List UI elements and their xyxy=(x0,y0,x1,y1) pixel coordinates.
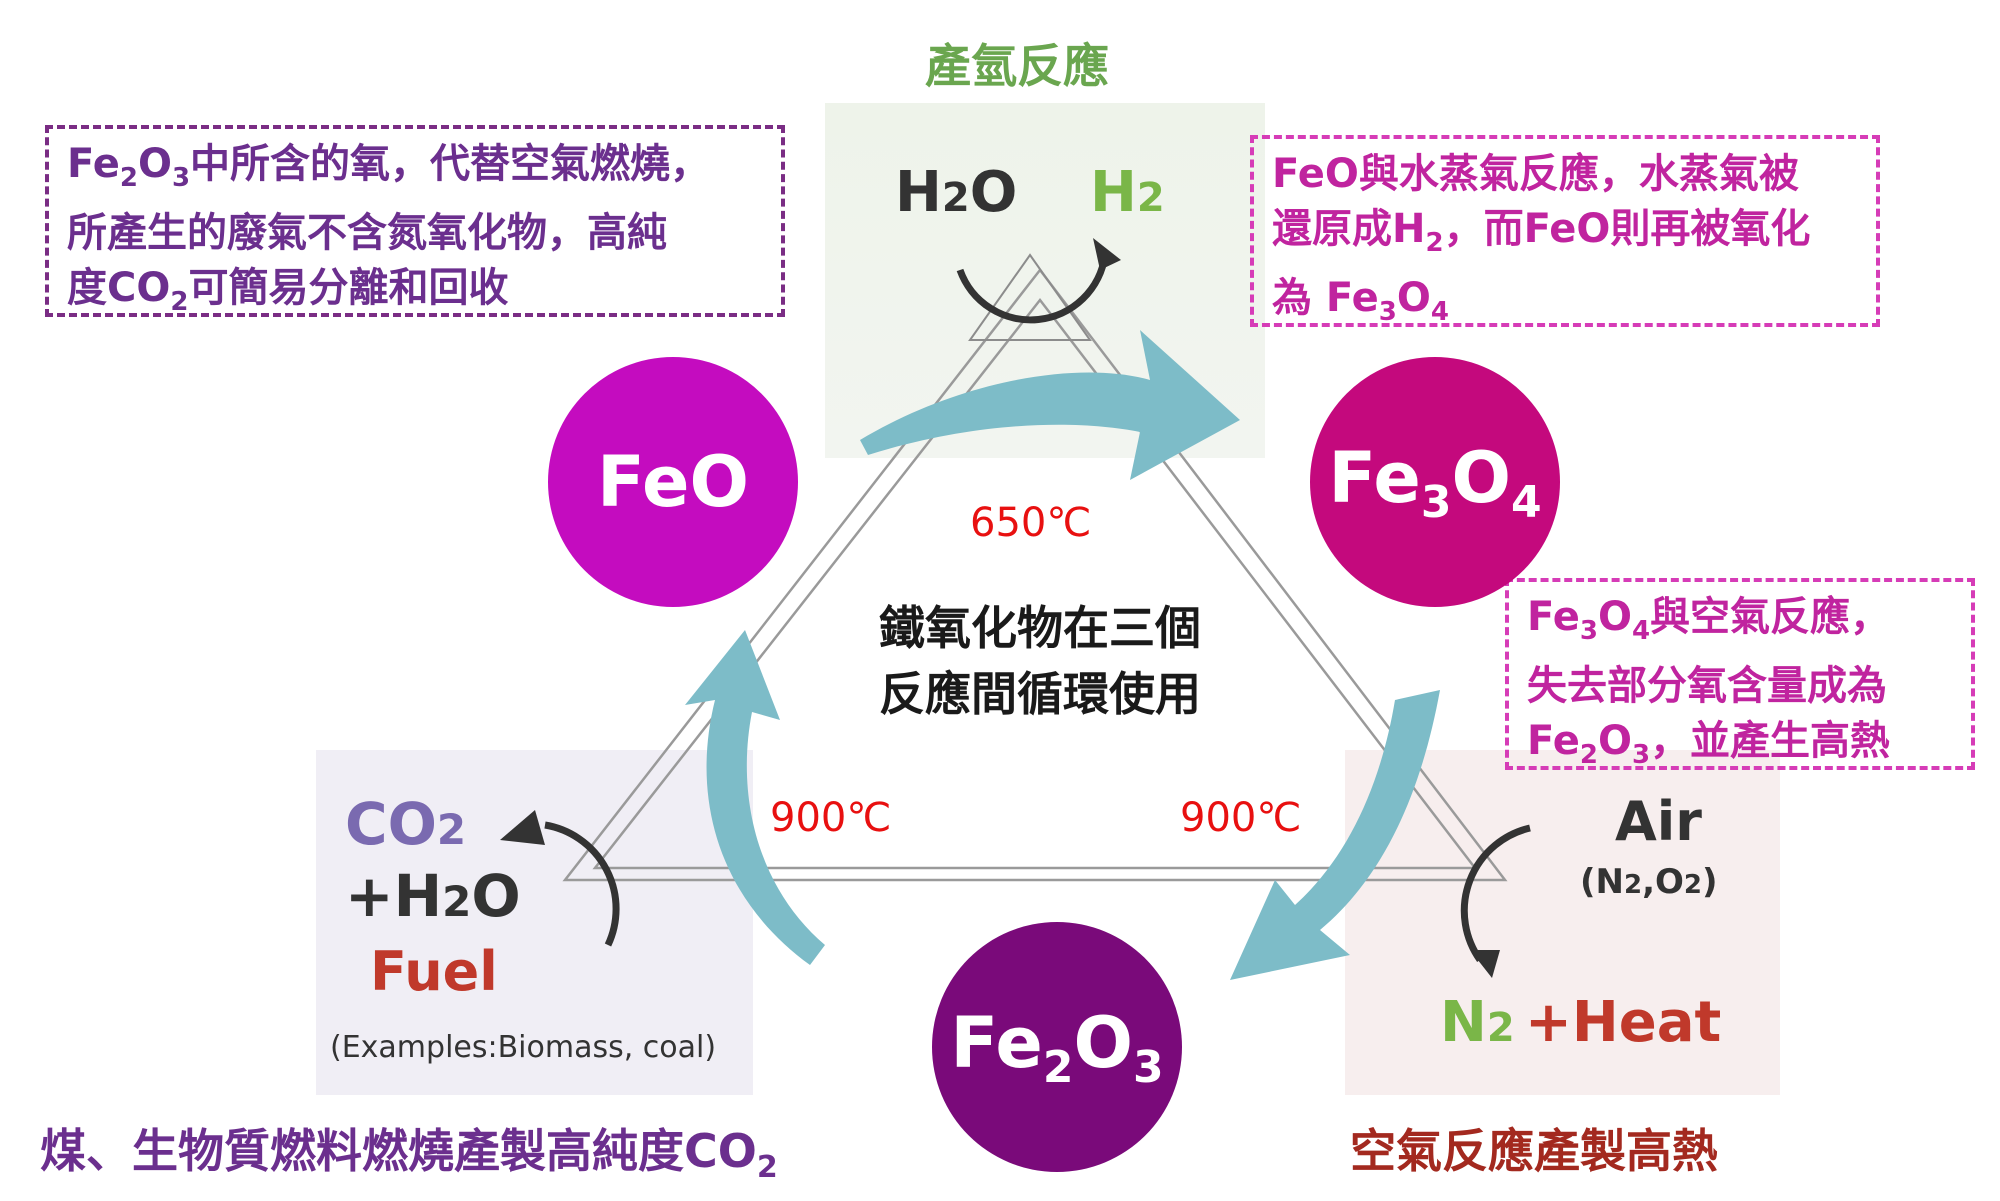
left-reaction-panel xyxy=(316,750,753,1095)
temperature-left: 900℃ xyxy=(770,795,892,841)
top-curved-arrowhead xyxy=(1093,238,1121,270)
title-combustion-co2: 煤、生物質燃料燃燒產製高純度CO2 xyxy=(40,1124,778,1186)
triangle-outline xyxy=(562,267,1508,882)
temperature-top: 650℃ xyxy=(970,500,1092,546)
fuel-examples-label: (Examples:Biomass, coal) xyxy=(330,1030,717,1065)
arrow-feo-to-fe3o4 xyxy=(860,330,1240,480)
top-mini-triangle xyxy=(968,253,1092,341)
top-curved-arrow xyxy=(956,254,1109,324)
note-fe2o3-oxygen-combustion: Fe2O3中所含的氧，代替空氣燃燒， 所產生的廢氣不含氮氧化物，高純 度CO2可… xyxy=(45,125,785,317)
center-cycle-caption: 鐵氧化物在三個 反應間循環使用 xyxy=(879,601,1201,721)
fe3o4-node: Fe3O4 xyxy=(1310,357,1560,607)
right-curved-arrow xyxy=(1460,824,1531,963)
note-fe3o4-air-reaction: Fe3O4與空氣反應， 失去部分氧含量成為 Fe2O3，並產生高熱 xyxy=(1505,578,1975,770)
arrow-fe3o4-to-fe2o3 xyxy=(1230,690,1440,980)
right-reaction-panel xyxy=(1345,750,1780,1095)
air-composition-label: (N2,O2) xyxy=(1580,862,1718,902)
air-input-label: Air xyxy=(1615,790,1702,853)
h2o-input-label: H2O xyxy=(895,160,1018,225)
note-feo-steam-reaction: FeO與水蒸氣反應，水蒸氣被 還原成H2，而FeO則再被氧化 為 Fe3O4 xyxy=(1250,135,1880,327)
n2-output-label: N2 xyxy=(1440,990,1515,1055)
title-air-reaction-heat: 空氣反應產製高熱 xyxy=(1350,1124,1718,1178)
left-curved-arrow xyxy=(544,821,620,947)
h2-output-label: H2 xyxy=(1090,160,1165,225)
h2o-output-label: +H2O xyxy=(345,862,521,930)
co2-output-label: CO2 xyxy=(345,790,467,858)
left-curved-arrowhead xyxy=(500,810,545,845)
temperature-right: 900℃ xyxy=(1180,795,1302,841)
heat-output-label: +Heat xyxy=(1525,990,1722,1055)
right-curved-arrowhead xyxy=(1470,950,1500,978)
arrow-fe2o3-to-feo xyxy=(685,630,825,965)
feo-node: FeO xyxy=(548,357,798,607)
title-hydrogen-reaction: 產氫反應 xyxy=(925,39,1109,93)
fuel-label: Fuel xyxy=(370,940,498,1003)
fe2o3-node: Fe2O3 xyxy=(932,922,1182,1172)
